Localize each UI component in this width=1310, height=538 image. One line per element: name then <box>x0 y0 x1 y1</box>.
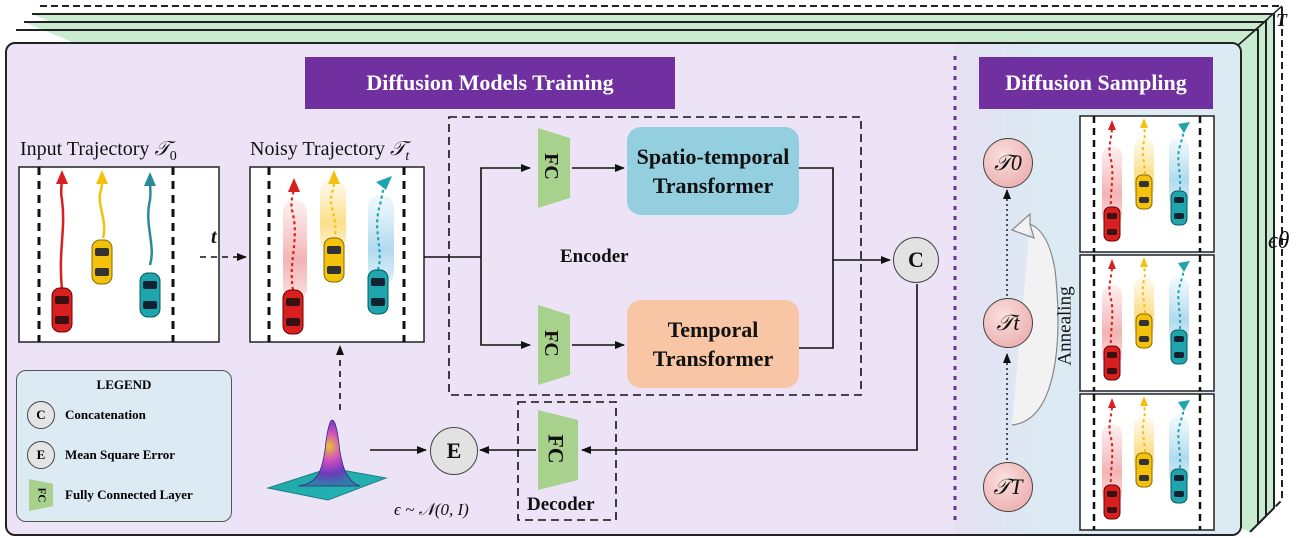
noisy-trajectory-scene <box>249 166 425 343</box>
state-tT-node: 𝒯T <box>983 462 1033 512</box>
legend-mse-label: Mean Square Error <box>65 447 176 462</box>
sample-scene-2 <box>1080 255 1214 391</box>
sample-scene-1 <box>1080 116 1214 252</box>
decoder-label: Decoder <box>527 494 595 515</box>
concat-node: C <box>893 237 939 283</box>
encoder-label: Encoder <box>560 246 629 267</box>
fc-decoder-shape <box>538 410 578 490</box>
training-title: Diffusion Models Training <box>305 57 675 109</box>
legend: LEGEND C Concatenation E Mean Square Err… <box>16 370 232 522</box>
epsilon-theta-label: ϵθ <box>1268 228 1290 254</box>
state-tt-node: 𝒯t <box>983 298 1033 348</box>
gaussian-noise-plot <box>266 419 388 501</box>
fc-top-shape <box>538 128 570 208</box>
fc-bottom-label: FC <box>539 330 562 357</box>
noise-formula: ϵ ~ 𝒩(0, I) <box>394 500 469 519</box>
stack-t-label: T <box>1276 10 1287 30</box>
spatio-temporal-transformer: Spatio-temporal Transformer <box>627 127 799 215</box>
legend-concat-symbol: C <box>27 401 55 429</box>
mse-node: E <box>430 427 478 475</box>
annealing-label: Annealing <box>1054 286 1076 366</box>
t-label: t <box>211 226 217 248</box>
input-trajectory-scene <box>18 166 220 343</box>
temporal-transformer: Temporal Transformer <box>627 300 799 388</box>
decoder-box <box>517 401 617 521</box>
legend-fc-label: Fully Connected Layer <box>65 487 193 502</box>
noisy-trajectory-label: Noisy Trajectory 𝒯t <box>250 138 410 164</box>
sampling-title: Diffusion Sampling <box>979 57 1213 109</box>
fc-bottom-shape <box>538 305 570 385</box>
legend-fc-icon: FC <box>29 479 53 511</box>
fc-decoder-label: FC <box>543 434 569 464</box>
state-t0-node: 𝒯0 <box>983 138 1033 188</box>
fc-top-label: FC <box>539 153 562 180</box>
legend-concat-label: Concatenation <box>65 407 146 422</box>
input-trajectory-label: Input Trajectory 𝒯0 <box>20 138 177 164</box>
encoder-box <box>448 116 862 396</box>
legend-mse-symbol: E <box>27 441 55 469</box>
legend-title: LEGEND <box>96 377 152 392</box>
annealing-arrow <box>1010 212 1059 426</box>
sample-scene-3 <box>1080 394 1214 530</box>
